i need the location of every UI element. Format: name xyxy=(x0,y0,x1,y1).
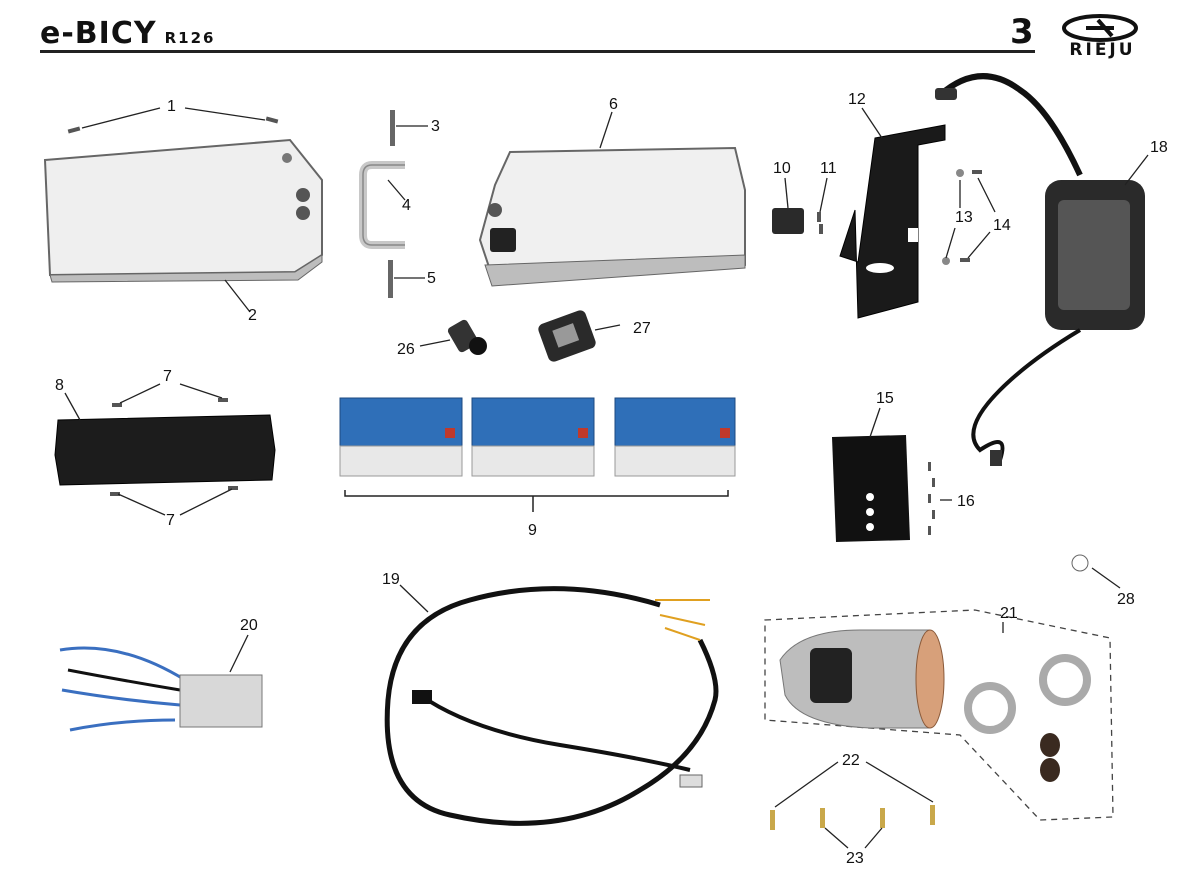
callout-22: 22 xyxy=(842,752,860,769)
callout-20: 20 xyxy=(240,617,258,634)
screw-7a xyxy=(112,403,122,407)
callout-21: 21 xyxy=(1000,605,1018,622)
key-set xyxy=(1040,733,1060,782)
callout-2: 2 xyxy=(248,307,257,324)
battery-lower-case xyxy=(43,138,323,283)
screw-7b xyxy=(218,398,228,402)
callout-16: 16 xyxy=(957,493,975,510)
battery-cover xyxy=(54,414,276,486)
callout-27: 27 xyxy=(633,320,651,337)
brand-name: RIEJU xyxy=(1069,40,1136,60)
callout-13: 13 xyxy=(955,209,973,226)
callout-3: 3 xyxy=(431,118,440,135)
leader-lines xyxy=(64,107,1149,849)
screw-22a xyxy=(770,810,775,830)
pin-lower xyxy=(388,260,393,298)
handlebar-clamp-1 xyxy=(964,682,1016,734)
battery-group-bracket xyxy=(344,490,729,512)
battery-cell-2 xyxy=(471,397,595,477)
callout-28: 28 xyxy=(1117,591,1135,608)
screw-23b xyxy=(880,808,885,828)
screw-11a xyxy=(817,212,821,222)
callout-7-top: 7 xyxy=(163,368,172,385)
screw-7d xyxy=(228,486,238,490)
screw-11b xyxy=(819,224,823,234)
model-code: R126 xyxy=(164,29,216,47)
mounting-plate xyxy=(832,435,910,542)
screw-14a xyxy=(972,170,982,174)
headlight xyxy=(779,629,945,729)
callout-23: 23 xyxy=(846,850,864,867)
screw-22b xyxy=(930,805,935,825)
section-number: 3 xyxy=(1010,12,1034,52)
callout-6: 6 xyxy=(609,96,618,113)
callout-10: 10 xyxy=(773,160,791,177)
washer-13a xyxy=(956,169,964,177)
callout-1: 1 xyxy=(167,98,176,115)
screw-23a xyxy=(820,808,825,828)
washer-13b xyxy=(942,257,950,265)
screw-14b xyxy=(960,258,970,262)
mounting-bracket xyxy=(839,124,946,319)
screw-1a xyxy=(67,126,81,134)
battery-cell-1 xyxy=(339,397,463,477)
callout-labels: 1 2 3 4 5 6 7 7 8 9 10 11 12 13 14 15 16… xyxy=(55,91,1168,867)
callout-5: 5 xyxy=(427,270,436,287)
callout-14: 14 xyxy=(993,217,1011,234)
screw-1b xyxy=(265,116,279,124)
battery-cell-3 xyxy=(614,397,736,477)
title-text: e-BICY xyxy=(40,16,157,51)
connector-block xyxy=(772,208,804,234)
callout-19: 19 xyxy=(382,571,400,588)
screw-7c xyxy=(110,492,120,496)
brand-logo xyxy=(1062,14,1138,42)
fuse-holder xyxy=(447,319,487,355)
screw-set-16 xyxy=(928,462,935,535)
header-rule xyxy=(40,50,1035,53)
power-socket xyxy=(538,310,596,362)
callout-26: 26 xyxy=(397,341,415,358)
headlight-assembly-outline xyxy=(764,609,1114,821)
callout-11: 11 xyxy=(820,160,837,177)
callout-8: 8 xyxy=(55,377,64,394)
pin-upper xyxy=(390,110,395,146)
wiring-harness xyxy=(384,586,719,826)
page-title: e-BICY R126 xyxy=(40,16,215,51)
carry-handle xyxy=(359,161,405,249)
callout-15: 15 xyxy=(876,390,894,407)
battery-upper-case xyxy=(478,146,746,287)
callout-9: 9 xyxy=(528,522,537,539)
motor-controller xyxy=(59,646,263,732)
callout-7-bottom: 7 xyxy=(166,512,175,529)
small-washer xyxy=(1071,554,1089,572)
handlebar-clamp-2 xyxy=(1039,654,1091,706)
callout-12: 12 xyxy=(848,91,866,108)
callout-4: 4 xyxy=(402,197,411,214)
callout-18: 18 xyxy=(1150,139,1168,156)
battery-charger xyxy=(935,73,1145,466)
